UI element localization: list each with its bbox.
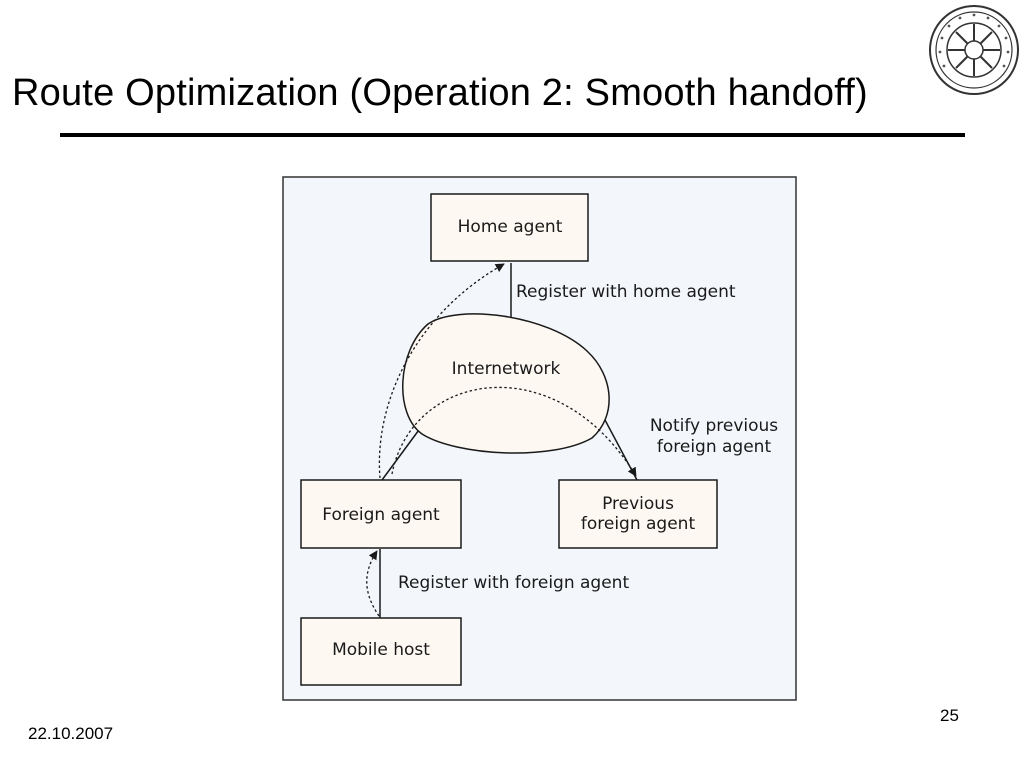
notify-previous-arrow	[391, 386, 637, 477]
previous-foreign-agent-label-line1: Previous	[602, 494, 674, 514]
home-agent-box	[430, 193, 589, 262]
register-foreign-arrow	[366, 550, 380, 617]
register-home-label: Register with home agent	[516, 282, 736, 302]
register-foreign-label: Register with foreign agent	[398, 573, 629, 593]
route-optimization-diagram: Home agent Internetwork Foreign agent Pr…	[282, 176, 797, 701]
mobile-host-label: Mobile host	[332, 640, 430, 660]
slide-date: 22.10.2007	[28, 724, 114, 743]
register-home-arrow	[378, 263, 505, 479]
slide-title: Route Optimization (Operation 2: Smooth …	[12, 72, 868, 114]
title-divider	[60, 133, 965, 137]
previous-foreign-agent-label-line2: foreign agent	[581, 514, 696, 534]
foreign-agent-box	[300, 479, 462, 549]
home-agent-label: Home agent	[458, 217, 563, 237]
foreign-agent-label: Foreign agent	[322, 505, 440, 525]
institute-seal-icon	[929, 5, 1019, 95]
internetwork-label: Internetwork	[452, 359, 561, 379]
previous-foreign-agent-box	[558, 479, 718, 549]
internetwork-cloud	[402, 313, 610, 454]
mobile-host-box	[300, 617, 462, 686]
slide-number: 25	[940, 706, 959, 725]
notify-previous-label-line1: Notify previous	[650, 416, 778, 436]
notify-previous-label-line2: foreign agent	[657, 437, 772, 457]
